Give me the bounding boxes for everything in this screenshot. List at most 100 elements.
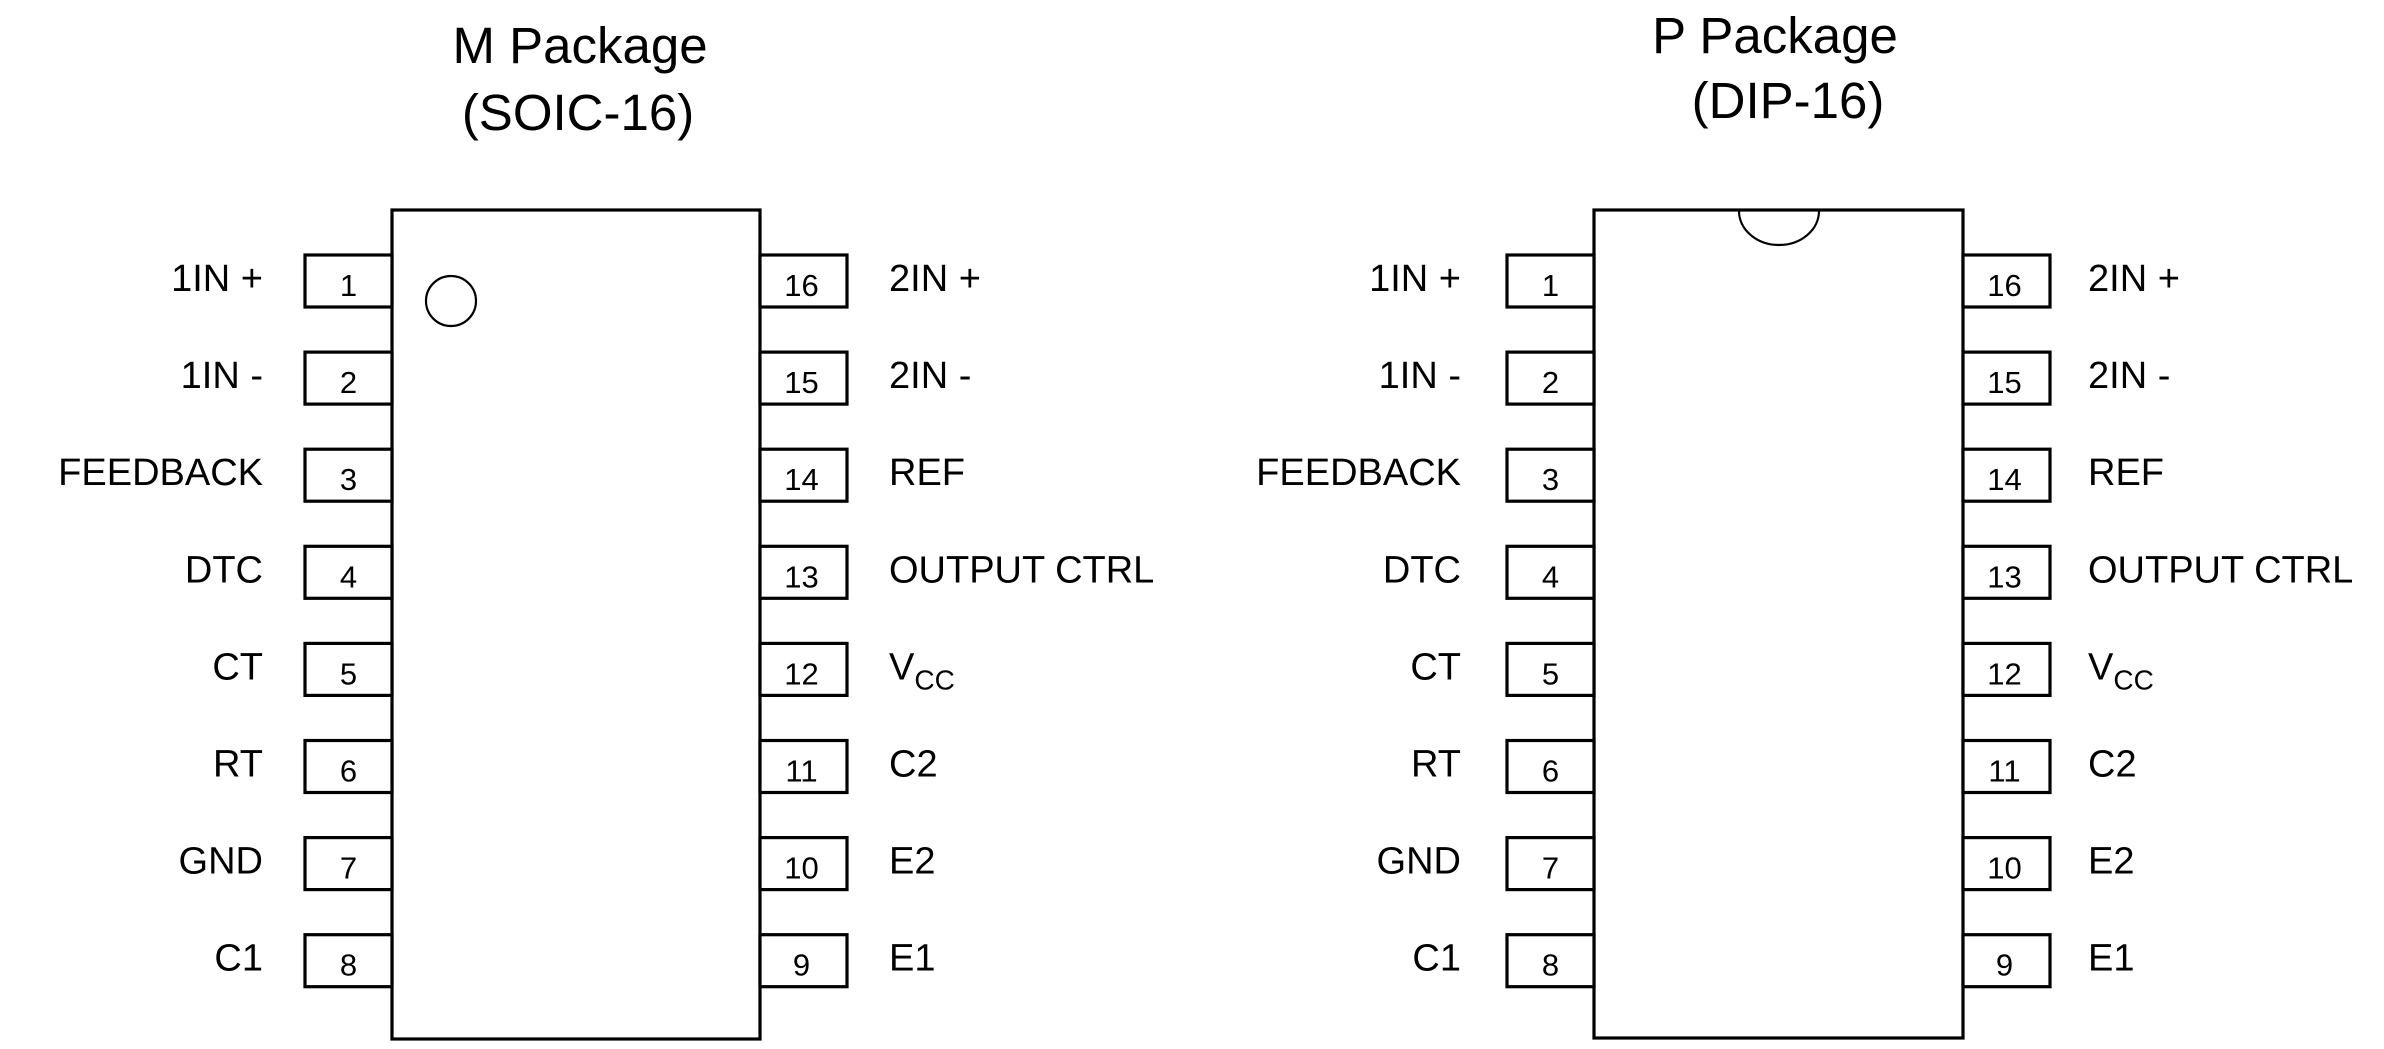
pin-label: 2IN + xyxy=(889,258,981,300)
pin-number: 6 xyxy=(340,754,357,789)
pin-number: 2 xyxy=(340,365,357,400)
pin-box xyxy=(303,835,394,892)
pin-label-text: E1 xyxy=(2088,938,2134,980)
pin-number: 11 xyxy=(785,754,817,789)
pin-label: CT xyxy=(212,646,263,688)
pin-label: 2IN - xyxy=(889,355,971,397)
pin-label-text: OUTPUT CTRL xyxy=(2088,549,2353,591)
pin-box xyxy=(758,544,849,600)
pin-label-text: 2IN + xyxy=(2088,258,2180,300)
pin-label: VCC xyxy=(889,646,955,695)
pin-box xyxy=(303,738,394,795)
pin-label-text: V xyxy=(889,646,915,688)
pin-label-text: RT xyxy=(213,744,263,786)
pin-label-text: 2IN - xyxy=(2088,355,2170,397)
pin-label-text: C2 xyxy=(2088,744,2137,786)
pin-label-text: RT xyxy=(1411,744,1461,786)
pin-1: 1 1IN + xyxy=(171,253,394,309)
pin-number: 4 xyxy=(1542,559,1559,594)
pin-box xyxy=(1505,253,1596,309)
pin-label-text: E1 xyxy=(889,938,935,980)
pin-box xyxy=(1505,933,1596,989)
pin-label-text: 1IN + xyxy=(1369,258,1461,300)
pin-number: 8 xyxy=(1542,948,1559,983)
pin-label: E2 xyxy=(889,841,935,883)
pin-6: 6 RT xyxy=(213,738,394,795)
pin-box xyxy=(1505,738,1596,795)
pin-11: 11 C2 xyxy=(758,738,938,795)
pin-16: 16 2IN + xyxy=(1961,253,2180,309)
pin-label-text: 1IN - xyxy=(1379,355,1461,397)
pin-box xyxy=(1961,641,2052,698)
pin-label-text: C1 xyxy=(1412,938,1461,980)
pin-label-text: C1 xyxy=(214,938,263,980)
pin-box xyxy=(758,447,849,503)
pin-number: 12 xyxy=(1987,656,2021,691)
package-title: M Package xyxy=(452,17,707,74)
pin-label: C2 xyxy=(2088,744,2137,786)
pin-box xyxy=(1505,544,1596,600)
pin-number: 7 xyxy=(1542,851,1559,886)
pin-number: 15 xyxy=(784,365,818,400)
pin-1: 1 1IN + xyxy=(1369,253,1596,309)
pin-label-text: E2 xyxy=(889,841,935,883)
package-subtitle: (DIP-16) xyxy=(1692,72,1885,129)
pin1-dot-marker-icon xyxy=(424,274,478,328)
pin-box xyxy=(303,544,394,600)
pin-number: 16 xyxy=(1987,268,2021,303)
pin-15: 15 2IN - xyxy=(758,350,971,406)
pin-label-text: REF xyxy=(2088,452,2164,494)
pin-label: 1IN - xyxy=(181,355,263,397)
pin-box xyxy=(1961,447,2052,503)
chip-body xyxy=(1592,208,1965,1040)
pin-box xyxy=(1961,738,2052,795)
pin-box xyxy=(303,933,394,989)
pin-label: FEEDBACK xyxy=(1256,452,1461,494)
pin-box xyxy=(1961,253,2052,309)
pin-label-text: CT xyxy=(212,646,263,688)
pin-label: RT xyxy=(1411,744,1461,786)
pin-box xyxy=(758,641,849,698)
notch-marker-icon xyxy=(1737,210,1821,247)
pin-label-text: DTC xyxy=(1383,549,1461,591)
pin-label-text: FEEDBACK xyxy=(58,452,263,494)
pin-label-subscript: CC xyxy=(2113,664,2153,695)
pin-label: 1IN + xyxy=(171,258,263,300)
package-title: P Package xyxy=(1652,7,1898,64)
pin-number: 1 xyxy=(1542,268,1559,303)
pin-16: 16 2IN + xyxy=(758,253,981,309)
pin-6: 6RT xyxy=(1411,738,1596,795)
pin-label: OUTPUT CTRL xyxy=(889,549,1154,591)
pin-15: 15 2IN - xyxy=(1961,350,2170,406)
pin-label-text: 2IN - xyxy=(889,355,971,397)
pin-label: DTC xyxy=(185,549,263,591)
pin-5: 5CT xyxy=(1410,641,1596,698)
pin-label: GND xyxy=(179,841,263,883)
pin-label-text: 1IN - xyxy=(181,355,263,397)
pin-label-text: 2IN + xyxy=(889,258,981,300)
pin-box xyxy=(1505,835,1596,892)
pin-label: C1 xyxy=(1412,938,1461,980)
pin-box xyxy=(1961,350,2052,406)
pin-label-text: OUTPUT CTRL xyxy=(889,549,1154,591)
pin-number: 15 xyxy=(1987,365,2021,400)
pin-number: 9 xyxy=(793,948,810,983)
pin-number: 16 xyxy=(784,268,818,303)
pin-number: 8 xyxy=(340,948,357,983)
pin-label: C2 xyxy=(889,744,938,786)
pin-box xyxy=(758,738,849,795)
pin-number: 1 xyxy=(340,268,357,303)
